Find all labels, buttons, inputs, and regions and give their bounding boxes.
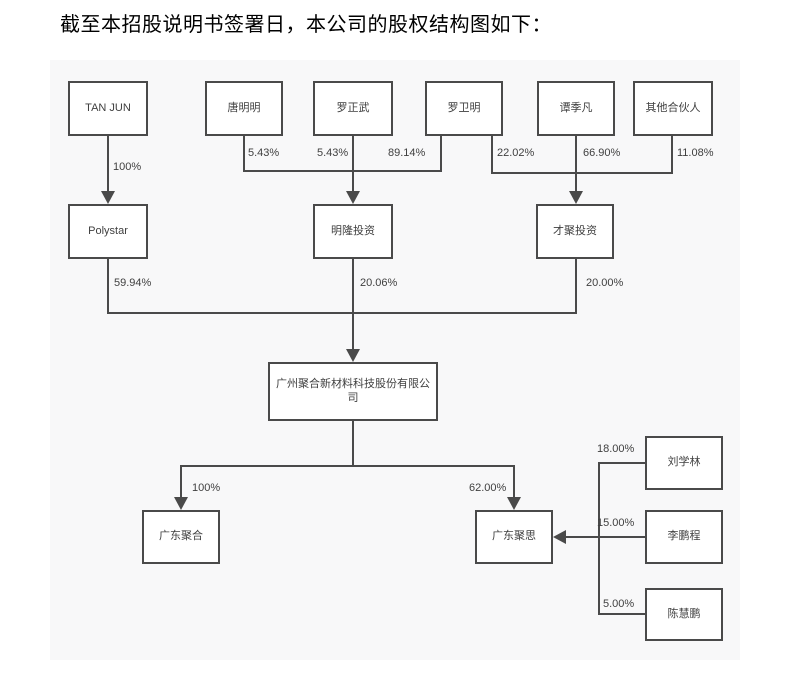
node-chen-huipeng: 陈慧鹏 <box>645 588 723 641</box>
ownership-percent-chenhuipeng: 5.00% <box>603 598 635 610</box>
node-label: 广州聚合新材料科技股份有限公司 <box>276 378 430 404</box>
ownership-percent-company-jusi: 62.00% <box>469 482 507 494</box>
connector-lines <box>101 135 673 615</box>
ownership-percent-tangmingming: 5.43% <box>248 147 280 159</box>
ownership-percent-minglong-company: 20.06% <box>360 277 398 289</box>
node-company: 广州聚合新材料科技股份有限公司 <box>268 362 438 421</box>
page-title: 截至本招股说明书签署日，本公司的股权结构图如下： <box>60 14 552 36</box>
node-luo-weiming: 罗卫明 <box>425 81 503 136</box>
ownership-percent-tanjifan: 66.90% <box>583 147 621 159</box>
node-label: Polystar <box>88 224 128 237</box>
node-other-partners: 其他合伙人 <box>633 81 713 136</box>
node-liu-xuelin: 刘学林 <box>645 436 723 490</box>
arrowhead-into-minglong <box>346 191 360 204</box>
ownership-percent-luozhengwu: 5.43% <box>317 147 349 159</box>
arrowhead-into-guangdong-jusi-right <box>553 530 566 544</box>
ownership-percent-company-juhe: 100% <box>192 482 221 494</box>
node-label: 广东聚合 <box>159 530 203 543</box>
node-label: 罗卫明 <box>447 101 481 114</box>
arrowhead-into-guangdong-juhe <box>174 497 188 510</box>
node-minglong-investment: 明隆投资 <box>313 204 393 259</box>
node-li-pengcheng: 李鹏程 <box>645 510 723 564</box>
node-label: 李鹏程 <box>667 530 701 543</box>
ownership-percent-polystar-company: 59.94% <box>114 277 152 289</box>
ownership-percent-other-partners: 11.08% <box>677 147 714 159</box>
node-tan-jun: TAN JUN <box>68 81 148 136</box>
equity-structure-diagram: TAN JUN 唐明明 罗正武 罗卫明 谭季凡 其他合伙人 Polystar 明… <box>50 60 740 660</box>
ownership-percent-lipengcheng: 15.00% <box>597 517 635 529</box>
node-guangdong-jusi: 广东聚思 <box>475 510 553 564</box>
arrowhead-into-company <box>346 349 360 362</box>
node-label: 陈慧鹏 <box>667 607 701 620</box>
node-label: TAN JUN <box>85 101 131 114</box>
node-polystar: Polystar <box>68 204 148 259</box>
ownership-percent-tanjun-polystar: 100% <box>113 161 142 173</box>
node-caiju-investment: 才聚投资 <box>536 204 614 259</box>
arrowhead-into-guangdong-jusi-top <box>507 497 521 510</box>
node-label: 广东聚思 <box>492 530 536 543</box>
node-label: 刘学林 <box>667 456 701 469</box>
ownership-percent-luoweiming-minglong: 89.14% <box>388 147 426 159</box>
ownership-percent-luoweiming-caiju: 22.02% <box>497 147 535 159</box>
arrowhead-into-polystar <box>101 191 115 204</box>
node-tang-mingming: 唐明明 <box>205 81 283 136</box>
ownership-percent-caiju-company: 20.00% <box>586 277 624 289</box>
arrowhead-into-caiju <box>569 191 583 204</box>
node-label: 才聚投资 <box>553 224 597 237</box>
node-label: 谭季凡 <box>559 101 593 114</box>
node-tan-jifan: 谭季凡 <box>537 81 615 136</box>
node-label: 明隆投资 <box>331 224 375 237</box>
node-luo-zhengwu: 罗正武 <box>313 81 393 136</box>
node-label: 唐明明 <box>227 101 261 114</box>
node-guangdong-juhe: 广东聚合 <box>142 510 220 564</box>
node-label: 其他合伙人 <box>645 101 701 114</box>
node-label: 罗正武 <box>336 101 370 114</box>
ownership-percent-liuxuelin: 18.00% <box>597 443 635 455</box>
